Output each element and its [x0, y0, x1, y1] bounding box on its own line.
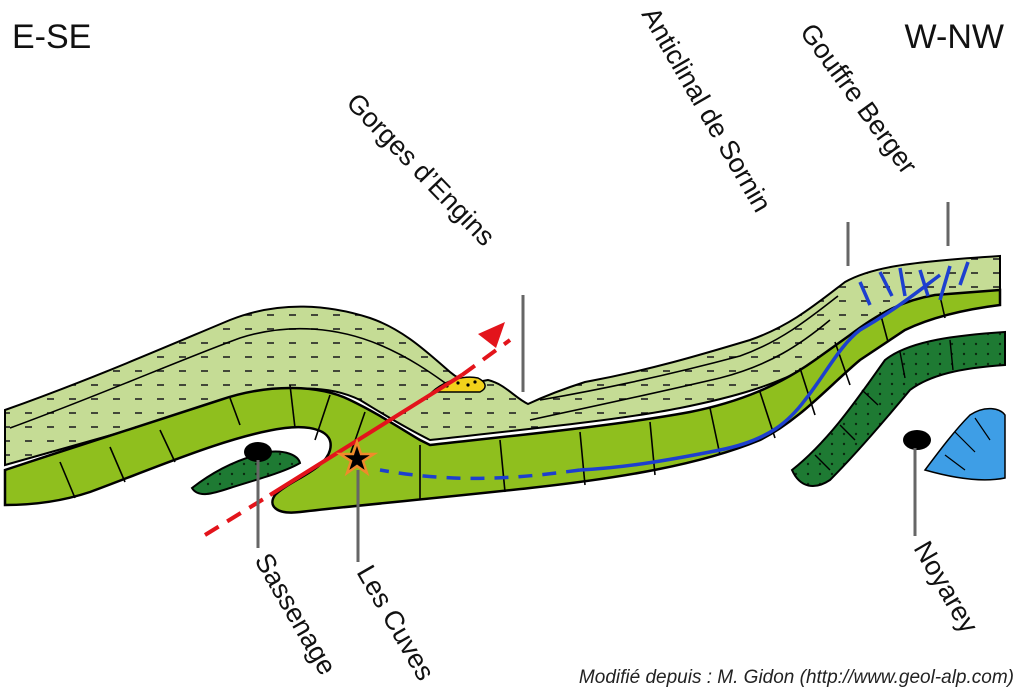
- label-gorges-dengins: Gorges d’Engins: [341, 87, 501, 251]
- source-credit: Modifié depuis : M. Gidon (http://www.ge…: [579, 667, 1014, 688]
- label-wnw: W-NW: [905, 18, 1004, 56]
- noyarey-spring-icon: [903, 430, 931, 450]
- label-ese: E-SE: [12, 18, 91, 56]
- sassenage-spring-icon: [244, 442, 272, 462]
- label-anticlinal-de-sornin: Anticlinal de Sornin: [636, 2, 778, 217]
- fault-arrow-icon: [478, 322, 505, 348]
- karst-body: [925, 409, 1005, 480]
- label-les-cuves: Les Cuves: [351, 560, 441, 685]
- label-sassenage: Sassenage: [249, 548, 343, 680]
- label-noyarey: Noyarey: [908, 536, 984, 639]
